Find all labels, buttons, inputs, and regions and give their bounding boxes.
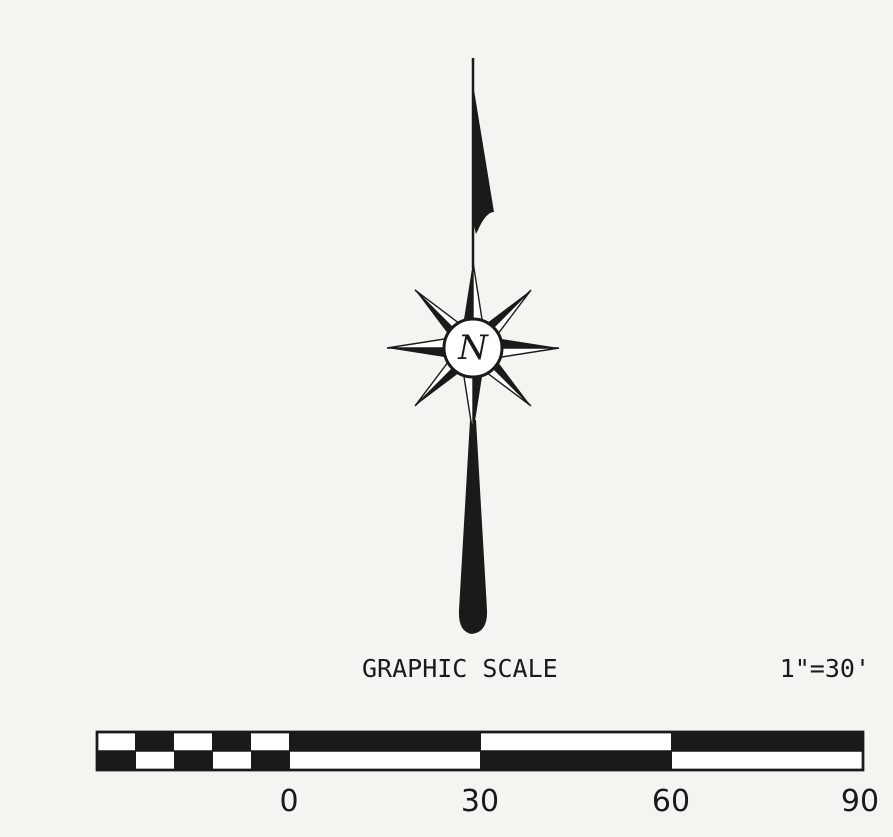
north-arrow: N	[386, 58, 560, 634]
graphic-scale-title: GRAPHIC SCALE	[362, 654, 558, 683]
compass-center-disc	[442, 317, 504, 379]
scale-segment	[212, 732, 251, 751]
north-arrow-flag	[473, 58, 494, 234]
scale-label-30: 30	[461, 784, 499, 819]
north-arrow-tail	[458, 420, 488, 634]
scale-bar	[95, 730, 865, 772]
compass-cardinal-points	[386, 261, 560, 435]
scale-tick-labels: 0 30 60 90	[279, 784, 879, 819]
compass-rose: N	[386, 261, 560, 435]
scale-label-60: 60	[652, 784, 690, 819]
scale-segment	[289, 732, 481, 751]
scale-segment	[135, 732, 174, 751]
graphic-scale: GRAPHIC SCALE 1"=30' 0 30 60 90	[95, 654, 879, 819]
scale-segment	[97, 751, 136, 770]
scale-segment	[480, 751, 672, 770]
scale-segment	[174, 751, 213, 770]
north-letter: N	[457, 328, 489, 368]
scale-label-90: 90	[841, 784, 879, 819]
scale-segment	[671, 732, 863, 751]
graphic-scale-ratio: 1"=30'	[780, 654, 870, 683]
scale-label-0: 0	[279, 784, 298, 819]
scale-segment	[251, 751, 290, 770]
